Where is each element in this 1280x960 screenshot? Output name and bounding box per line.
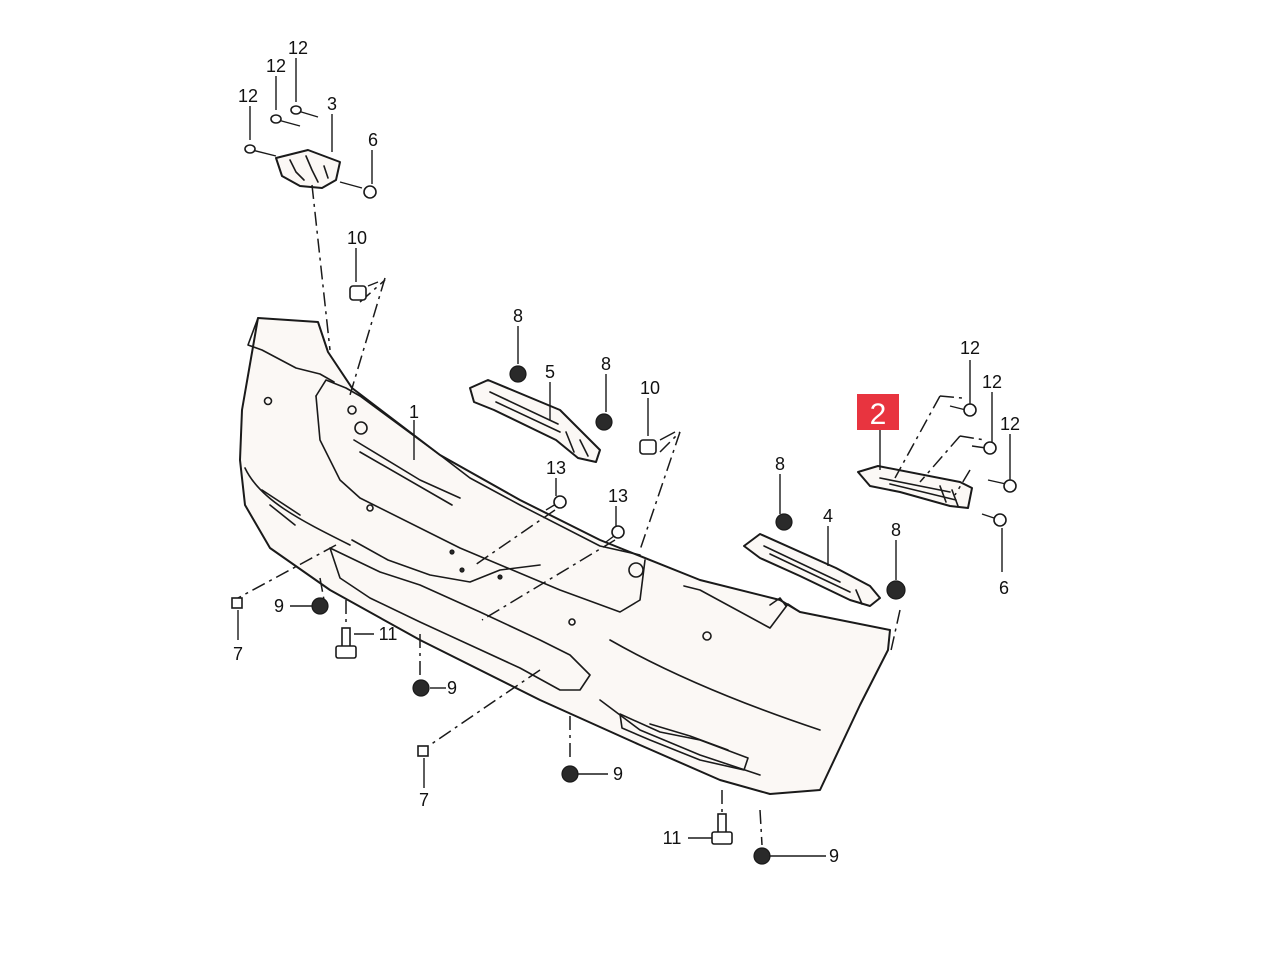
assembly-lines	[237, 184, 986, 846]
screw-icon	[290, 105, 319, 118]
bolt-icon	[711, 813, 733, 845]
callout-7: 7	[233, 644, 243, 664]
nut-icon	[412, 679, 430, 697]
clip-icon	[231, 597, 243, 609]
callout-12: 12	[1000, 414, 1020, 434]
callout-3: 3	[327, 94, 337, 114]
left-side-bracket	[275, 149, 341, 189]
callout-5: 5	[545, 362, 555, 382]
callout-9: 9	[613, 764, 623, 784]
callout-12: 12	[960, 338, 980, 358]
nut-icon	[561, 765, 579, 783]
nut-icon	[595, 413, 613, 431]
callout-1: 1	[409, 402, 419, 422]
callout-9: 9	[829, 846, 839, 866]
callout-10: 10	[347, 228, 367, 248]
bolt-icon	[639, 431, 676, 455]
callout-9: 9	[274, 596, 284, 616]
screw-icon	[987, 479, 1017, 493]
screw-icon	[971, 441, 997, 455]
callout-11: 11	[663, 828, 682, 848]
callout-12: 12	[238, 86, 258, 106]
screw-icon	[949, 403, 977, 417]
bolt-icon	[349, 281, 379, 301]
nut-icon	[311, 597, 329, 615]
callout-8: 8	[513, 306, 523, 326]
callout-10: 10	[640, 378, 660, 398]
rear-bumper-cover	[239, 317, 891, 795]
center-right-bracket	[743, 533, 881, 607]
callout-labels: 12 12 12 3 6 10 8 5 8 10 1 13 13 12 12 1…	[233, 38, 1020, 866]
callout-8: 8	[775, 454, 785, 474]
highlight-marker: 2	[857, 394, 899, 431]
callout-13: 13	[546, 458, 566, 478]
callout-9: 9	[447, 678, 457, 698]
callout-12: 12	[266, 56, 286, 76]
center-left-bracket	[469, 379, 601, 463]
bolt-icon	[335, 627, 357, 659]
callout-leaders	[237, 58, 1011, 857]
clip-icon	[417, 745, 429, 757]
screw-icon	[981, 513, 1007, 527]
nut-icon	[753, 847, 771, 865]
screw-icon	[270, 114, 301, 127]
right-side-bracket	[857, 465, 973, 509]
callout-12: 12	[288, 38, 308, 58]
callout-8: 8	[891, 520, 901, 540]
screw-icon	[605, 525, 625, 543]
callout-8: 8	[601, 354, 611, 374]
screw-icon	[545, 495, 567, 511]
nut-icon	[886, 580, 906, 600]
screw-icon	[244, 144, 277, 157]
callout-6: 6	[368, 130, 378, 150]
callout-6: 6	[999, 578, 1009, 598]
highlight-label: 2	[870, 398, 887, 431]
callout-12: 12	[982, 372, 1002, 392]
callout-11: 11	[379, 624, 398, 644]
screw-icon	[339, 181, 377, 199]
nut-icon	[775, 513, 793, 531]
callout-7: 7	[419, 790, 429, 810]
nut-icon	[509, 365, 527, 383]
callout-13: 13	[608, 486, 628, 506]
callout-4: 4	[823, 506, 833, 526]
